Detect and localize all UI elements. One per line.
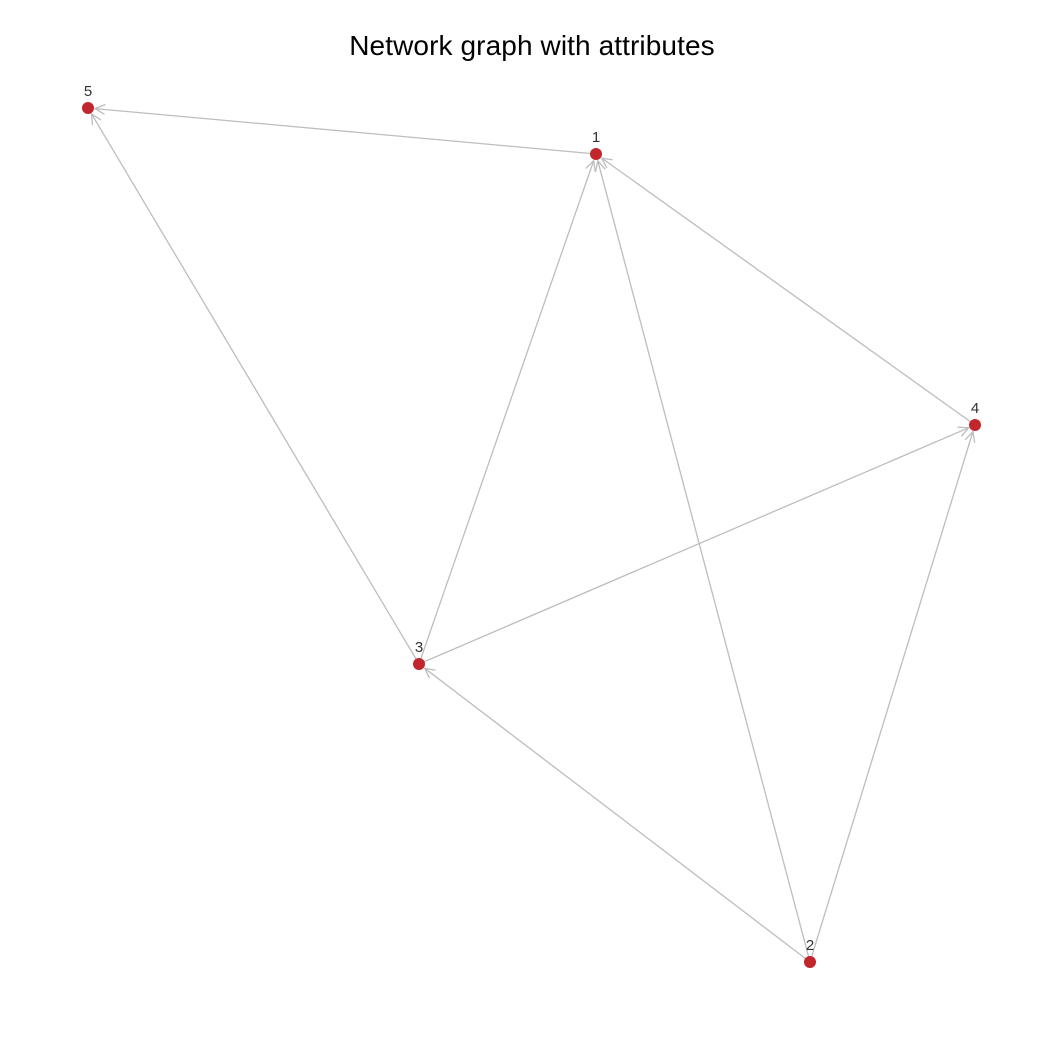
node-1 [590,148,602,160]
labels-layer: 1 2 3 4 5 [84,83,979,954]
node-label-4: 4 [971,400,979,417]
edge-3-to-5 [92,114,420,665]
edges-layer [92,109,976,963]
graph-title: Network graph with attributes [349,30,715,61]
edge-2-to-3 [425,668,811,963]
edge-1-to-5 [95,109,597,155]
node-2 [804,956,816,968]
node-3 [413,658,425,670]
nodes-layer [82,102,981,968]
node-5 [82,102,94,114]
node-label-2: 2 [806,937,814,954]
edge-2-to-4 [809,432,973,963]
node-label-1: 1 [592,129,600,146]
edge-3-to-1 [418,161,594,665]
node-label-3: 3 [415,639,423,656]
edge-4-to-1 [602,158,976,426]
edge-3-to-4 [418,428,969,665]
node-label-5: 5 [84,83,92,100]
node-4 [969,419,981,431]
edge-2-to-1 [598,161,811,963]
